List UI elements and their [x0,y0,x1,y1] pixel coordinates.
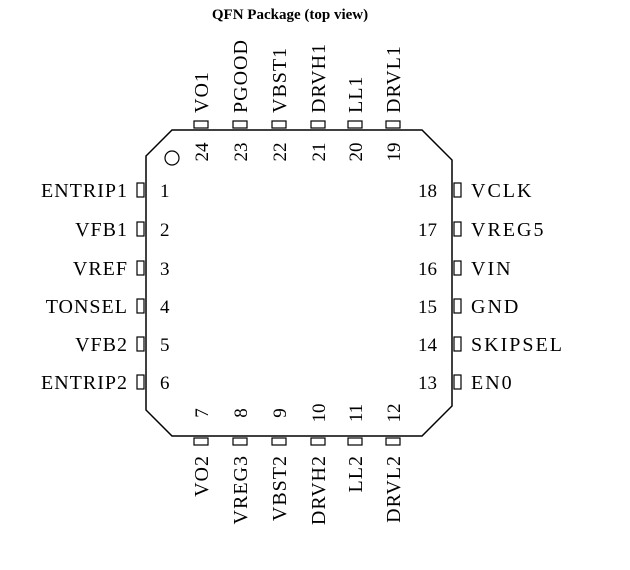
pin-pad-8 [232,437,248,446]
pin-number-14: 14 [418,335,438,356]
pin-number-19: 19 [384,143,405,162]
pin-name-16: VIN [471,258,513,280]
pin-pad-9 [271,437,287,446]
pin-name-6: ENTRIP2 [41,372,128,394]
pin-name-21: DRVH1 [308,43,330,113]
pin-pad-21 [310,120,326,129]
pin-name-5: VFB2 [75,334,128,356]
pin-pad-13 [453,374,462,390]
pin-name-1: ENTRIP1 [41,180,128,202]
pin-name-9: VBST2 [269,455,291,521]
diagram-title: QFN Package (top view) [212,7,368,23]
pin-number-6: 6 [160,373,170,394]
pin-name-7: VO2 [191,455,213,497]
pin-name-13: EN0 [471,372,514,394]
pin-number-11: 11 [346,404,367,422]
pin-number-15: 15 [418,297,437,318]
pin-pad-15 [453,298,462,314]
pin-name-20: LL1 [345,76,367,113]
pin-pad-2 [136,221,145,237]
pin-number-5: 5 [160,335,170,356]
pin-name-12: DRVL2 [383,455,405,523]
pin-name-2: VFB1 [75,219,128,241]
pin-pad-14 [453,336,462,352]
pin-pad-7 [193,437,209,446]
pin-pad-10 [310,437,326,446]
pin-pad-6 [136,374,145,390]
pin-pad-12 [385,437,401,446]
pin-number-8: 8 [231,408,252,418]
pin-name-15: GND [471,296,520,318]
pin-pad-16 [453,260,462,276]
pin-number-13: 13 [418,373,437,394]
pin-number-16: 16 [418,259,437,280]
package-body [145,129,453,437]
pin-number-10: 10 [309,404,330,423]
pin-pad-23 [232,120,248,129]
pin-name-18: VCLK [471,180,533,202]
pin-pad-4 [136,298,145,314]
pin-number-2: 2 [160,220,170,241]
pin-pad-18 [453,182,462,198]
pin-name-17: VREG5 [471,219,545,241]
pin-number-23: 23 [231,143,252,162]
pin-number-12: 12 [384,404,405,423]
pin-number-4: 4 [160,297,170,318]
pin-pad-22 [271,120,287,129]
pin-pad-5 [136,336,145,352]
pin-number-21: 21 [309,143,330,162]
pin-name-8: VREG3 [230,455,252,524]
pin-pad-11 [347,437,363,446]
pin-number-1: 1 [160,181,170,202]
pin1-indicator [164,150,180,166]
pin-name-14: SKIPSEL [471,334,564,356]
pin-number-24: 24 [192,142,213,162]
pin-name-11: LL2 [345,455,367,492]
pin-pad-24 [193,120,209,129]
pin-number-18: 18 [418,181,437,202]
pin-pad-1 [136,182,145,198]
pin-pad-19 [385,120,401,129]
pin-pad-20 [347,120,363,129]
pin-name-10: DRVH2 [308,455,330,525]
pin-name-19: DRVL1 [383,45,405,113]
pin-name-4: TONSEL [46,296,128,318]
pin-number-17: 17 [418,220,437,241]
pin-pad-3 [136,260,145,276]
pin-number-20: 20 [346,143,367,162]
pin-name-23: PGOOD [230,39,252,113]
pin-name-24: VO1 [191,71,213,113]
pin-number-3: 3 [160,259,170,280]
pin-pad-17 [453,221,462,237]
pin-number-9: 9 [270,408,291,418]
pin-number-7: 7 [192,408,213,418]
pin-name-3: VREF [73,258,128,280]
pin-number-22: 22 [270,143,291,162]
pin-name-22: VBST1 [269,47,291,113]
